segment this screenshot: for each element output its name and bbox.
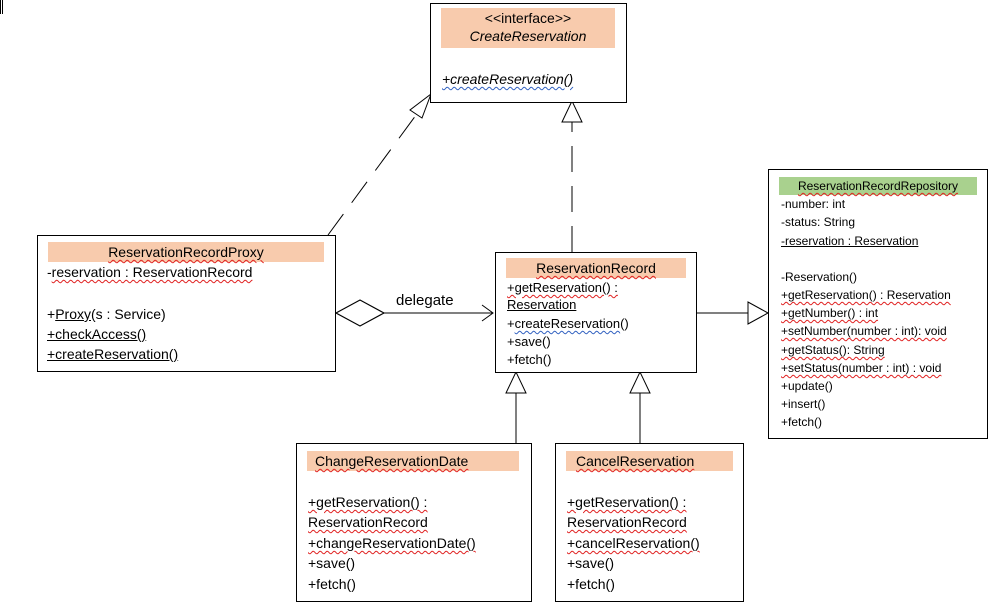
repository-method-getnumber: +getNumber() : int (781, 306, 878, 320)
repository-method-insert: +insert() (781, 397, 826, 411)
repository-method-update: +update() (781, 379, 833, 393)
text-cursor-icon (0, 0, 3, 14)
cancel-method-return-type: ReservationRecord (567, 514, 687, 530)
proxy-header: ReservationRecordProxy (48, 242, 324, 262)
realization-line-proxy (327, 110, 420, 236)
repository-attr-reservation-text: -reservation : Reservation (781, 234, 919, 248)
repository-attr-number: -number: int (781, 197, 846, 211)
record-m2-prefix: + (507, 316, 515, 331)
proxy-name: ReservationRecordProxy (108, 244, 264, 260)
proxy-attr-name: reservation (51, 264, 121, 280)
repository-method-constructor: -Reservation() (781, 270, 858, 284)
cancel-method-cancelreservation: +cancelReservation() (567, 535, 700, 551)
change-method-return-type: ReservationRecord (308, 514, 428, 530)
cancel-m1a: +getReservation() : (567, 494, 687, 510)
cancel-name: CancelReservation (576, 453, 695, 469)
generalization-arrowhead-change (505, 370, 527, 394)
proxy-attribute: -reservation : ReservationRecord (47, 264, 252, 280)
proxy-method-checkaccess: +checkAccess() (47, 326, 146, 342)
record-method-getreservation: +getReservation() : (507, 280, 618, 295)
repository-method-setnumber: +setNumber(number : int): void (781, 324, 947, 338)
proxy-method-createreservation: +createReservation() (47, 346, 178, 362)
change-m2: +changeReservationDate() (308, 535, 476, 551)
record-m1a: +getReservation() : (507, 280, 618, 295)
interface-header: <<interface>> CreateReservation (441, 8, 615, 48)
realization-arrowhead-proxy (409, 92, 433, 119)
record-m1b: Reservation (507, 297, 577, 312)
repository-name: ReservationRecordRepository (797, 179, 959, 193)
class-reservation-record[interactable]: ReservationRecord +getReservation() : Re… (495, 252, 697, 373)
realization-arrowhead-record (561, 99, 583, 123)
class-reservation-record-proxy[interactable]: ReservationRecordProxy -reservation : Re… (37, 235, 336, 372)
repository-m1-text: +getReservation() : Reservation (781, 288, 951, 302)
repository-method-fetch: +fetch() (781, 415, 823, 429)
class-cancel-reservation[interactable]: CancelReservation +getReservation() : Re… (555, 443, 744, 602)
record-m2-name: createReservation (514, 316, 621, 331)
record-name: ReservationRecord (536, 260, 656, 276)
repository-m2-text: +getNumber() : int (781, 306, 879, 320)
change-m1a: +getReservation() : (308, 494, 428, 510)
interface-name: CreateReservation (469, 28, 587, 44)
repository-header: ReservationRecordRepository (779, 177, 977, 195)
interface-method: +createReservation() (442, 71, 573, 87)
repository-m5-text: +setStatus(number : int) : void (781, 361, 942, 375)
change-method-getreservation: +getReservation() : (308, 494, 427, 510)
change-name: ChangeReservationDate (315, 453, 469, 469)
repository-method-setstatus: +setStatus(number : int) : void (781, 361, 941, 375)
interface-create-reservation[interactable]: <<interface>> CreateReservation +createR… (430, 3, 627, 103)
proxy-m1-prefix: + (47, 306, 56, 322)
proxy-m3: +createReservation() (47, 346, 179, 362)
cancel-m1b: ReservationRecord (567, 514, 687, 530)
record-method-createreservation: +createReservation() (507, 316, 629, 331)
delegate-arrowhead (481, 304, 494, 322)
change-method-changedate: +changeReservationDate() (308, 535, 476, 551)
cancel-method-getreservation: +getReservation() : (567, 494, 686, 510)
proxy-m1-name: Proxy (55, 306, 91, 322)
interface-stereotype: <<interface>> (484, 10, 572, 26)
proxy-m1-rest: (s : Service) (90, 306, 166, 322)
proxy-method-proxy: +Proxy(s : Service) (47, 306, 166, 322)
cancel-method-fetch: +fetch() (567, 576, 615, 592)
repository-attr-status: -status: String (781, 215, 856, 229)
repository-method-getstatus: +getStatus(): String (781, 343, 885, 357)
class-change-reservation-date[interactable]: ChangeReservationDate +getReservation() … (296, 443, 532, 602)
delegate-label: delegate (396, 292, 454, 309)
change-m1b: ReservationRecord (308, 514, 428, 530)
class-reservation-record-repository[interactable]: ReservationRecordRepository -number: int… (768, 169, 988, 439)
record-method-return-type: Reservation (507, 297, 576, 312)
interface-method-text: +createReservation() (442, 71, 574, 87)
cancel-method-save: +save() (567, 555, 615, 571)
repository-method-getreservation: +getReservation() : Reservation (781, 288, 951, 302)
cancel-m2: +cancelReservation() (567, 535, 700, 551)
generalization-arrowhead-cancel (629, 370, 651, 394)
change-method-fetch: +fetch() (308, 576, 356, 592)
record-header: ReservationRecord (506, 258, 686, 278)
proxy-attr-prefix: - (47, 264, 52, 280)
aggregation-diamond (334, 299, 386, 327)
proxy-m2: +checkAccess() (47, 326, 147, 342)
repository-m4-text: +getStatus(): String (781, 343, 885, 357)
record-method-save: +save() (507, 334, 551, 349)
proxy-attr-type: : ReservationRecord (120, 264, 253, 280)
record-method-fetch: +fetch() (507, 352, 552, 367)
repository-m3-text: +setNumber(number : int): void (781, 324, 947, 338)
cancel-header: CancelReservation (566, 451, 733, 471)
change-header: ChangeReservationDate (307, 451, 519, 471)
repository-attr-reservation: -reservation : Reservation (781, 234, 918, 248)
record-m2-rest: () (620, 316, 629, 331)
change-method-save: +save() (308, 555, 356, 571)
generalization-arrowhead-repository (747, 301, 770, 325)
